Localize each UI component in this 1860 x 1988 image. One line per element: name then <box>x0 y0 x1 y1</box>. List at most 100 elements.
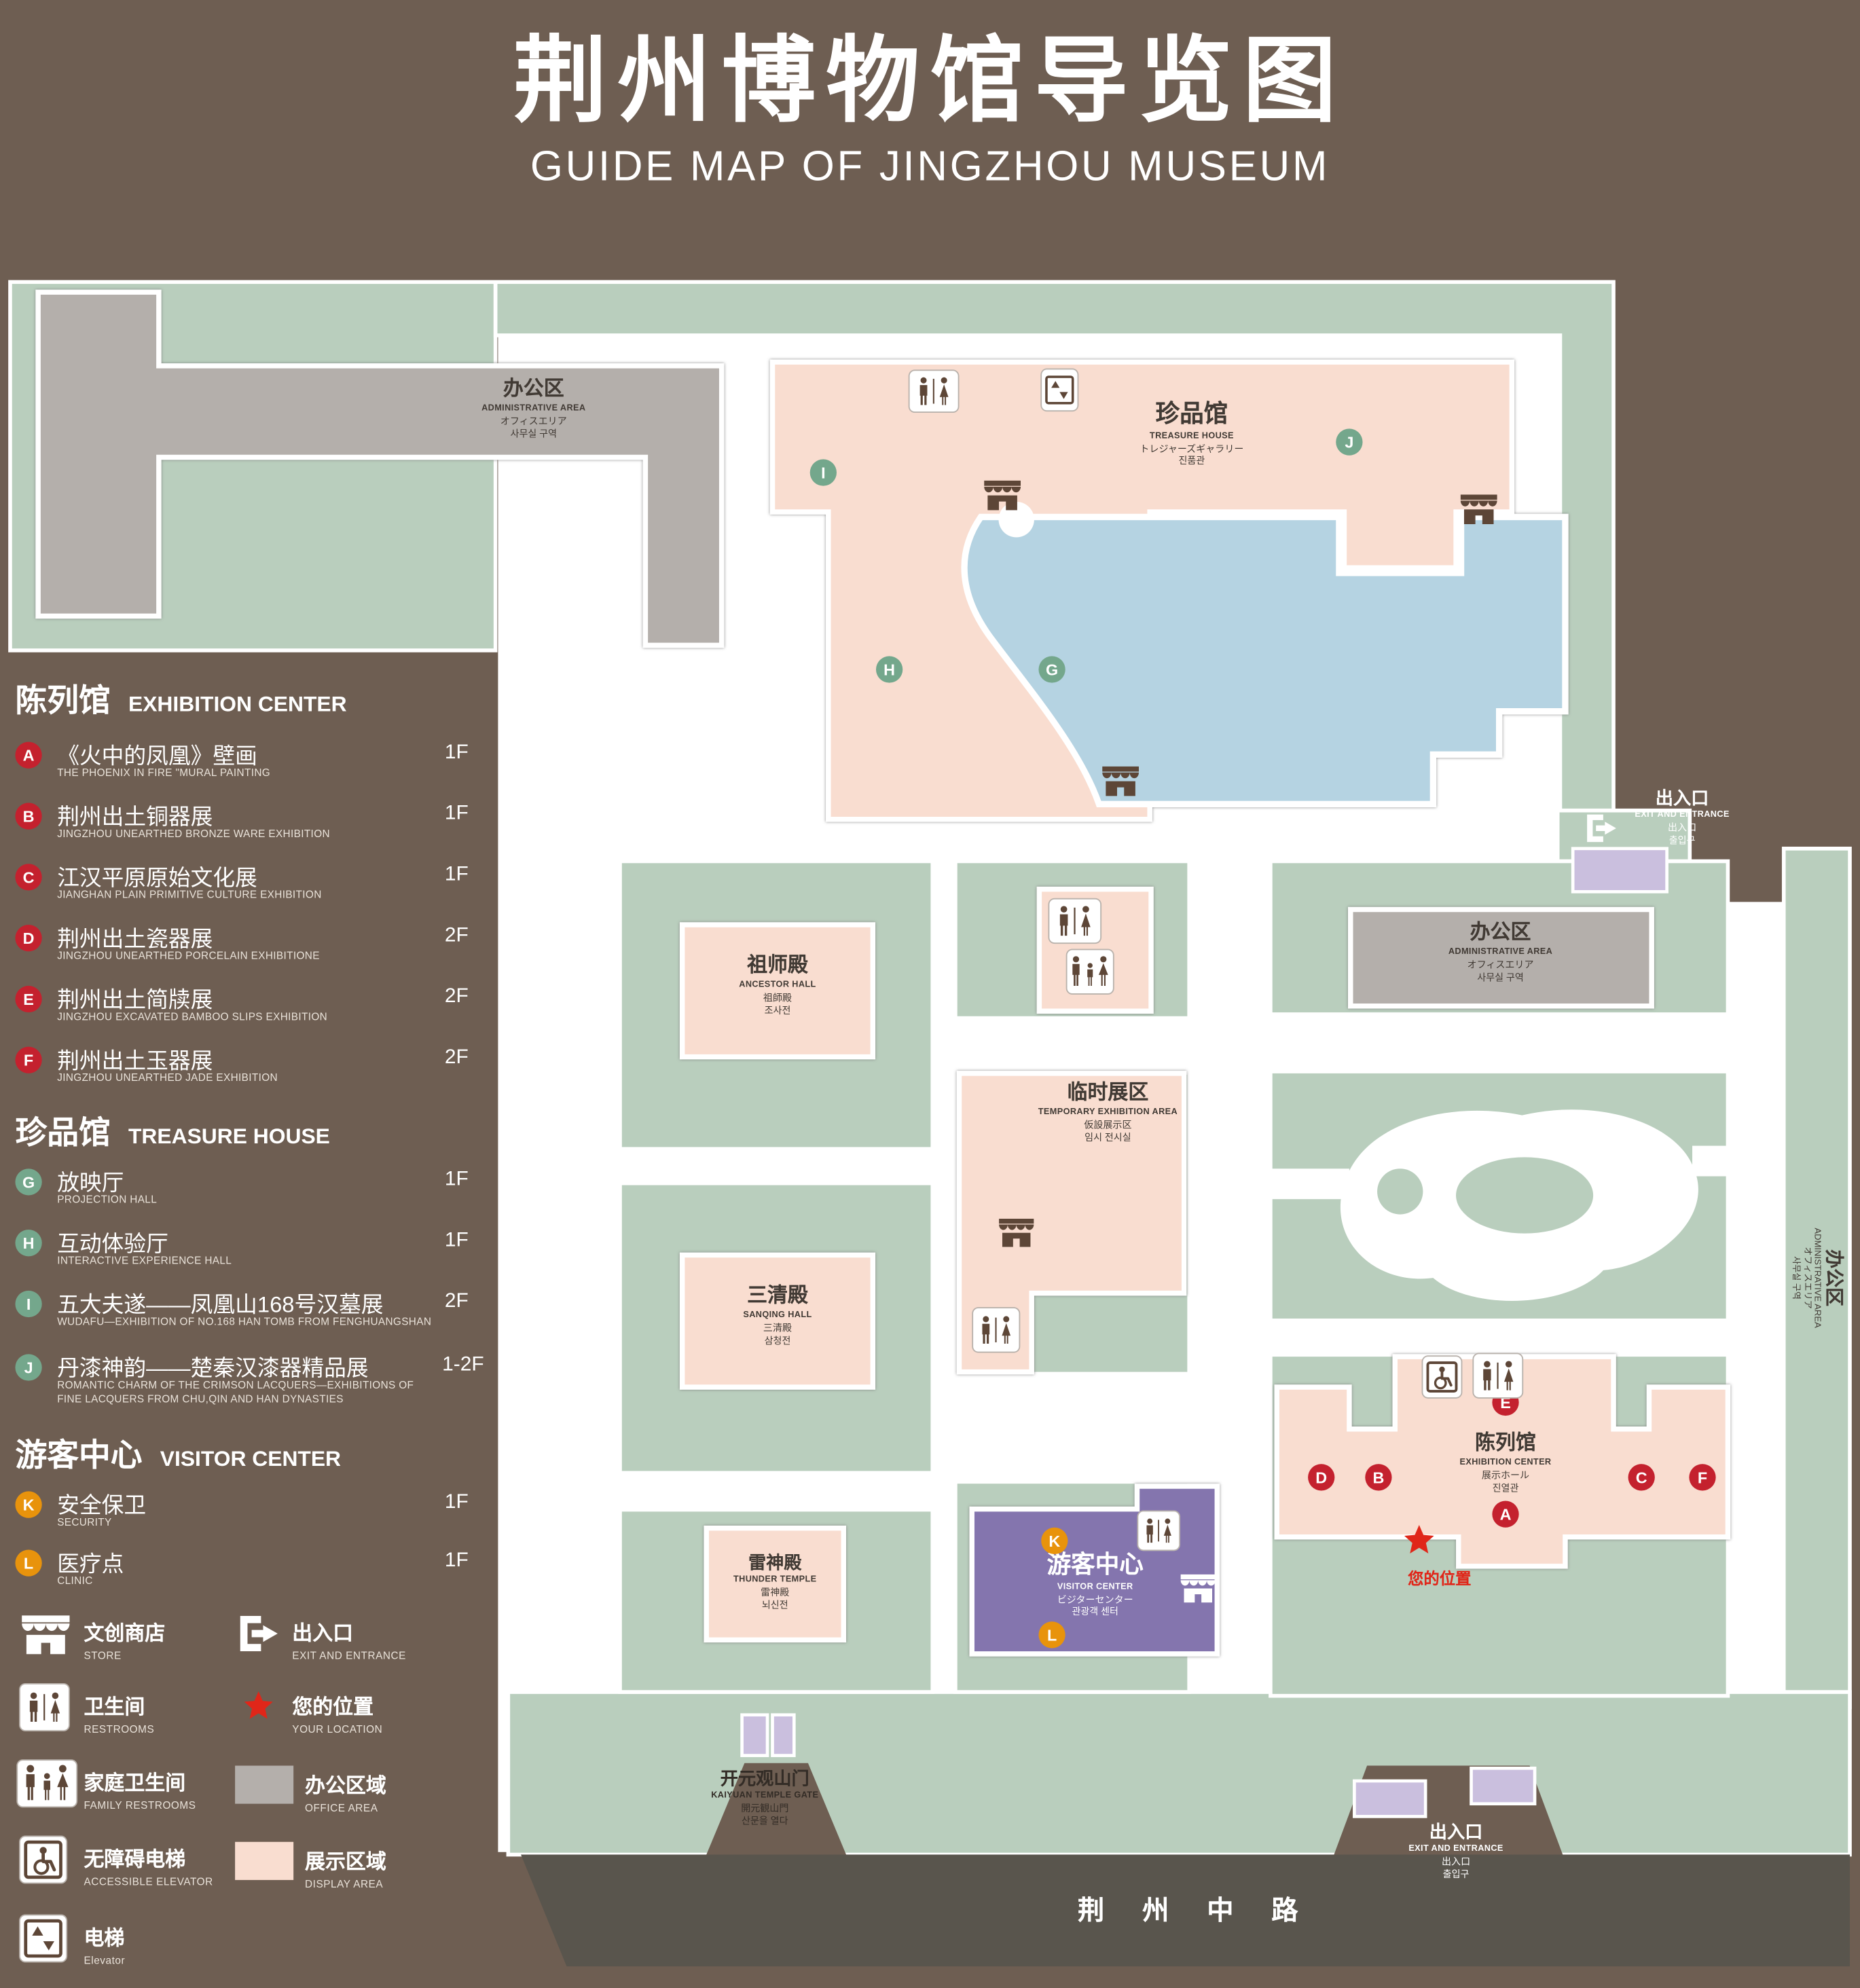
display-area-swatch <box>235 1841 294 1880</box>
temporary-exhibition-building <box>956 1071 1187 1375</box>
entrance-bottom-right <box>1470 1766 1537 1806</box>
map-marker-j: J <box>1336 428 1363 456</box>
restroom-icon <box>1474 1354 1522 1397</box>
map-marker-l: L <box>1038 1621 1065 1649</box>
marker-j: J <box>15 1354 42 1381</box>
exit-icon <box>235 1610 280 1656</box>
marker-k: K <box>15 1491 42 1518</box>
marker-l: L <box>15 1549 42 1577</box>
gate-notch <box>706 1763 847 1855</box>
accessible-elevator-icon <box>20 1837 67 1883</box>
restroom-icon <box>1049 899 1101 943</box>
restroom-icon <box>1138 1511 1180 1550</box>
your-location-star-icon <box>241 1689 276 1724</box>
elevator-icon <box>1042 369 1078 411</box>
marker-g: G <box>15 1168 42 1196</box>
map-marker-c: C <box>1628 1464 1655 1491</box>
marker-a: A <box>15 741 42 769</box>
restroom-icon <box>20 1684 69 1731</box>
your-location-label: 您的位置 <box>1407 1570 1472 1588</box>
map-marker-g: G <box>1038 656 1065 683</box>
marker-i: I <box>15 1290 42 1318</box>
entrance-markers <box>740 847 1668 1818</box>
pond <box>961 513 1569 807</box>
admin-top-building <box>35 289 725 648</box>
poster-title: 荆州博物馆导览图 <box>513 28 1347 134</box>
map-paths <box>619 1012 1728 1512</box>
elevator-icon <box>20 1915 67 1962</box>
admin-right-building <box>1348 906 1654 1009</box>
map-marker-a: A <box>1492 1501 1519 1528</box>
buildings <box>35 289 1731 1657</box>
store-icon <box>998 1217 1036 1249</box>
marker-c: C <box>15 864 42 891</box>
store-icon <box>18 1613 73 1657</box>
family-restroom-icon <box>18 1761 77 1807</box>
store-icon <box>1100 765 1141 798</box>
marker-d: D <box>15 925 42 952</box>
exit-icon <box>1583 811 1618 846</box>
gate-door-left <box>740 1713 769 1757</box>
ancestor-hall-building <box>679 922 876 1060</box>
entrance-right <box>1571 847 1668 894</box>
accessible-elevator-icon <box>1423 1357 1461 1397</box>
map-marker-i: I <box>809 459 837 486</box>
exhibition-center-building <box>1274 1354 1731 1569</box>
marker-f: F <box>15 1046 42 1073</box>
pond-fountain <box>998 502 1034 538</box>
entrance-bottom-left <box>1353 1779 1427 1818</box>
marker-e: E <box>15 985 42 1013</box>
road-label: 荆 州 中 路 <box>1077 1896 1314 1926</box>
office-area-swatch <box>235 1765 294 1804</box>
map-marker-f: F <box>1689 1464 1716 1491</box>
poster-subtitle: GUIDE MAP OF JINGZHOU MUSEUM <box>530 142 1330 189</box>
map-marker-d: D <box>1308 1464 1335 1491</box>
restroom-icon <box>973 1308 1019 1352</box>
garden-islands <box>1377 1157 1594 1234</box>
sanqing-hall-building <box>679 1252 876 1390</box>
gate-door-right <box>771 1713 796 1757</box>
road <box>521 1854 1850 1967</box>
marker-b: B <box>15 803 42 830</box>
your-location-star-icon <box>1402 1523 1437 1558</box>
restroom-icon <box>909 371 958 412</box>
marker-h: H <box>15 1230 42 1257</box>
store-icon <box>1459 493 1499 526</box>
